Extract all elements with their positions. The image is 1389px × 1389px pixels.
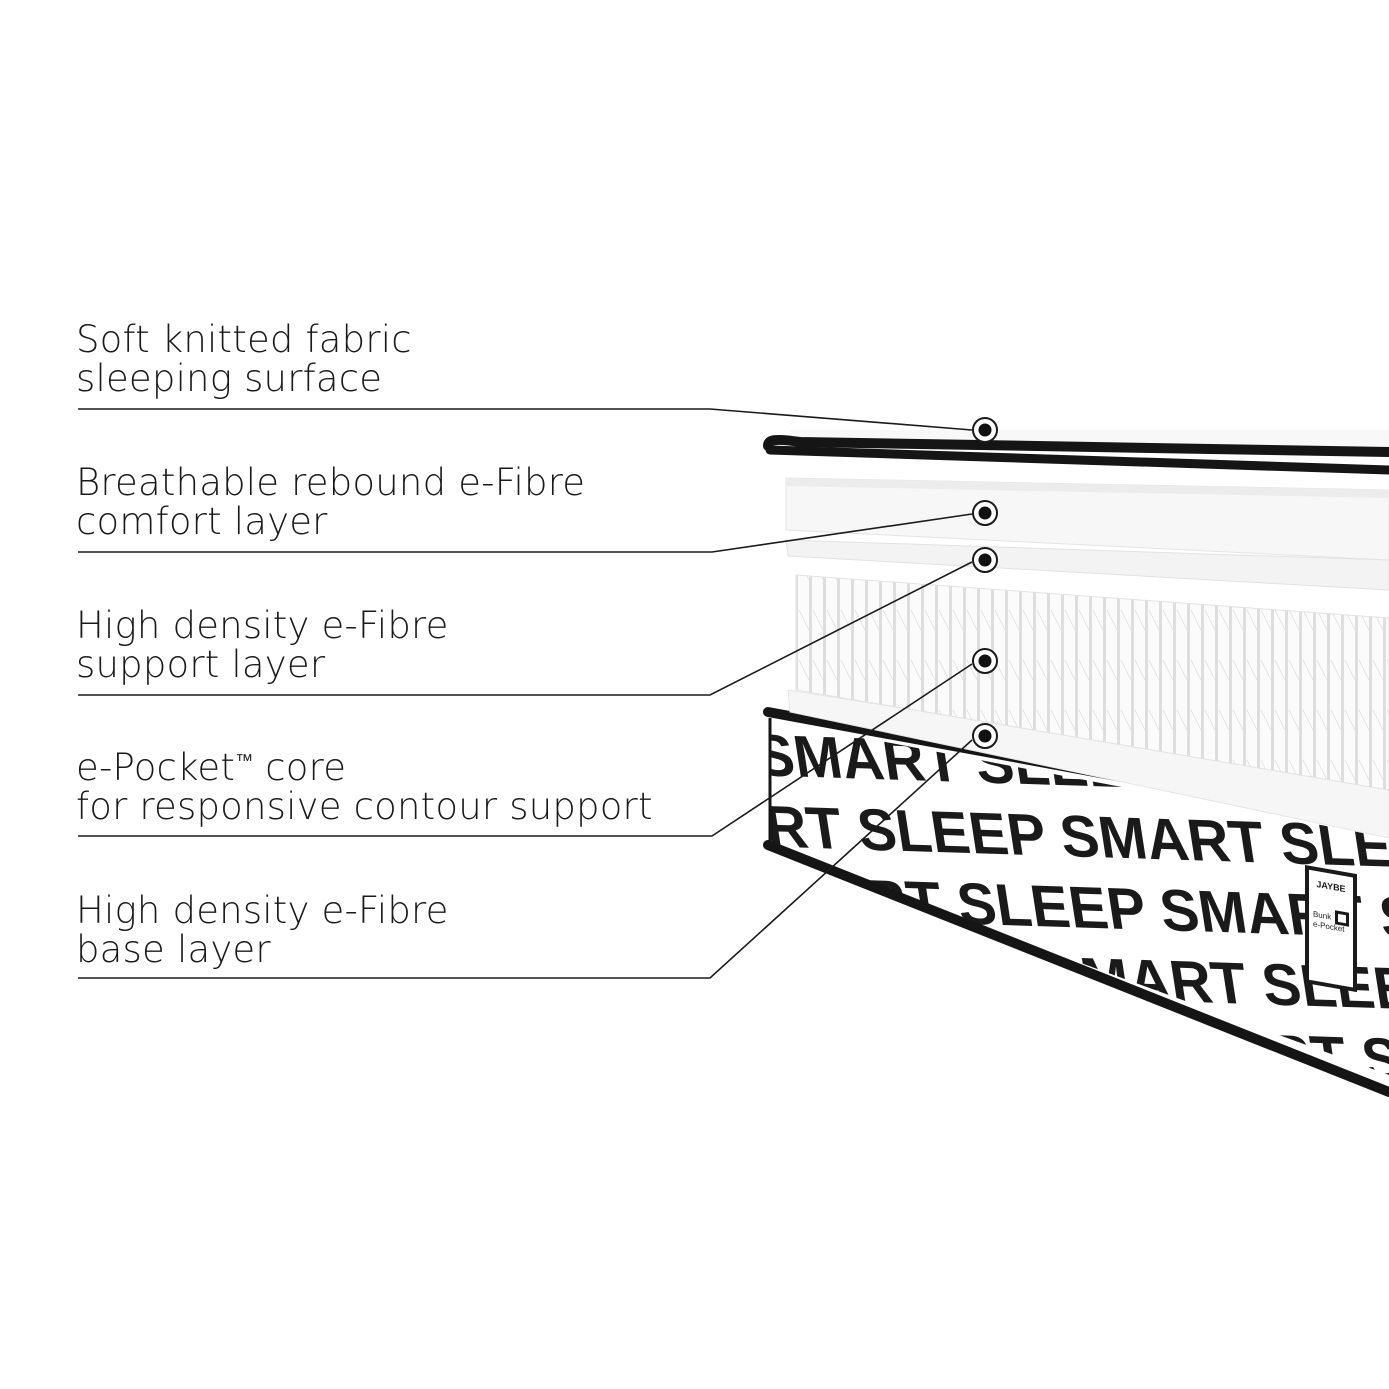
leader-line-1	[78, 408, 973, 431]
layer-label-2-line1: Breathable rebound e-Fibre	[76, 461, 586, 504]
layer-label-4-line1: e-Pocket™ core	[76, 746, 347, 789]
smart-sleep-print-row: SMART SLEEP SMART SLEEP SMART SLEEP SMAR…	[716, 1005, 1389, 1125]
leader-line-4	[78, 663, 973, 837]
layer-label-5: High density e-Fibre base layer	[76, 891, 449, 969]
top-fabric-layer	[763, 430, 1389, 475]
marker-dot-3	[972, 547, 998, 573]
layer-label-4: e-Pocket™ core for responsive contour su…	[76, 748, 653, 826]
layer-label-1: Soft knitted fabric sleeping surface	[76, 320, 412, 398]
layer-label-3: High density e-Fibre support layer	[76, 606, 449, 684]
comfort-layer-block	[785, 477, 1389, 561]
brand-tag: JAYBE Bunk e-Pocket	[1305, 865, 1357, 993]
leader-lines	[78, 408, 973, 979]
leader-line-3	[78, 561, 973, 696]
marker-dots	[972, 417, 998, 749]
marker-dot-4	[972, 648, 998, 674]
layer-label-2-line2: comfort layer	[76, 500, 328, 543]
leader-line-5	[78, 739, 973, 979]
layer-label-2: Breathable rebound e-Fibre comfort layer	[76, 463, 585, 541]
layer-label-1-line2: sleeping surface	[76, 357, 383, 400]
layer-label-3-line2: support layer	[76, 643, 326, 686]
marker-dot-5	[972, 723, 998, 749]
layer-label-4-line2: for responsive contour support	[76, 785, 653, 828]
layer-label-3-line1: High density e-Fibre	[76, 604, 449, 647]
layer-label-5-line2: base layer	[76, 928, 271, 971]
marker-dot-2	[972, 500, 998, 526]
marker-dot-1	[972, 417, 998, 443]
svg-text:Bunk: Bunk	[1313, 909, 1332, 921]
leader-line-2	[78, 513, 973, 553]
layer-label-5-line1: High density e-Fibre	[76, 889, 449, 932]
layer-label-1-line1: Soft knitted fabric	[76, 318, 412, 361]
support-layer-sheet	[785, 539, 1389, 591]
